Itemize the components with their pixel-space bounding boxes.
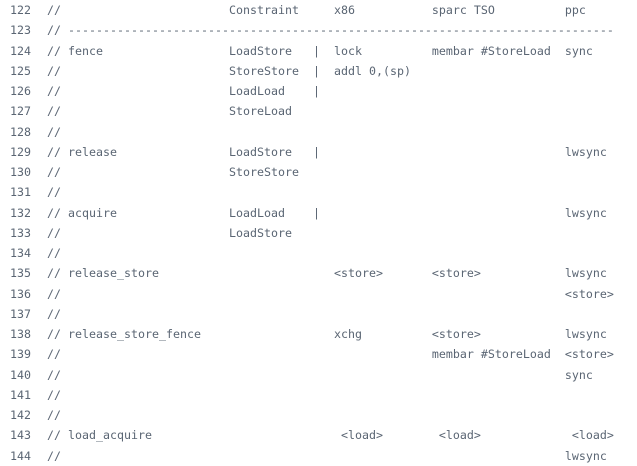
code-text: // [47,246,61,260]
line-number[interactable]: 132 [10,205,31,220]
code-text: // [47,306,61,321]
code-text: // LoadStore [47,225,292,240]
line-number[interactable]: 122 [10,3,31,17]
code-text: // release_store <store> <store> lwsync [47,266,607,281]
line-number[interactable]: 142 [10,408,31,422]
code-line: 132 // acquire LoadLoad | lwsync [0,203,637,223]
code-line: 142 // [0,405,637,425]
code-text: // <store> [47,286,614,301]
code-text: // release LoadStore | lwsync [47,144,607,159]
code-text: // release_store_fence xchg <store> lwsy… [47,327,607,341]
code-line: 144 // lwsync [0,446,637,466]
code-text: // [47,408,61,422]
line-number[interactable]: 136 [10,286,31,301]
code-text: // [47,124,61,139]
code-text: // [47,387,61,402]
line-number[interactable]: 137 [10,306,31,321]
line-number[interactable]: 126 [10,84,31,98]
code-text: // membar #StoreLoad <store> [47,347,614,362]
code-line: 129 // release LoadStore | lwsync [0,142,637,162]
code-line: 123 // ---------------------------------… [0,20,637,40]
code-line: 131 // [0,182,637,202]
code-line: 128 // [0,122,637,142]
line-number[interactable]: 123 [10,23,31,38]
code-line: 133 // LoadStore [0,223,637,243]
code-text: // lwsync [47,448,607,463]
code-text: // load_acquire <load> <load> <load> [47,428,614,443]
code-line: 122 // Constraint x86 sparc TSO ppc [0,0,637,20]
line-number[interactable]: 125 [10,63,31,78]
code-line: 140 // sync [0,365,637,385]
code-line: 139 // membar #StoreLoad <store> [0,344,637,364]
line-number[interactable]: 135 [10,266,31,281]
line-number[interactable]: 141 [10,387,31,402]
code-line: 136 // <store> [0,284,637,304]
line-number[interactable]: 134 [10,246,31,260]
line-number[interactable]: 133 [10,225,31,240]
code-text: // -------------------------------------… [47,23,614,38]
code-line: 138 // release_store_fence xchg <store> … [0,324,637,344]
code-line: 130 // StoreStore [0,162,637,182]
code-line: 143 // load_acquire <load> <load> <load> [0,425,637,445]
code-line: 124 // fence LoadStore | lock membar #St… [0,41,637,61]
line-number[interactable]: 139 [10,347,31,362]
code-line: 125 // StoreStore | addl 0,(sp) [0,61,637,81]
code-line: 126 // LoadLoad | [0,81,637,101]
code-text: // [47,185,61,200]
code-line: 134 // [0,243,637,263]
line-number[interactable]: 127 [10,104,31,119]
line-number[interactable]: 124 [10,43,31,58]
code-text: // fence LoadStore | lock membar #StoreL… [47,43,593,58]
line-number[interactable]: 143 [10,428,31,443]
line-number[interactable]: 138 [10,327,31,341]
line-number[interactable]: 144 [10,448,31,463]
code-text: // StoreStore | addl 0,(sp) [47,63,411,78]
code-text: // acquire LoadLoad | lwsync [47,205,607,220]
code-line: 137 // [0,304,637,324]
line-number[interactable]: 128 [10,124,31,139]
code-text: // StoreLoad [47,104,292,119]
line-number[interactable]: 130 [10,165,31,179]
code-text: // StoreStore [47,165,299,179]
code-text: // sync [47,367,593,382]
code-text: // Constraint x86 sparc TSO ppc [47,3,586,17]
code-text: // LoadLoad | [47,84,320,98]
line-number[interactable]: 131 [10,185,31,200]
code-line: 141 // [0,385,637,405]
code-line: 135 // release_store <store> <store> lws… [0,263,637,283]
line-number[interactable]: 140 [10,367,31,382]
line-number[interactable]: 129 [10,144,31,159]
code-line: 127 // StoreLoad [0,101,637,121]
